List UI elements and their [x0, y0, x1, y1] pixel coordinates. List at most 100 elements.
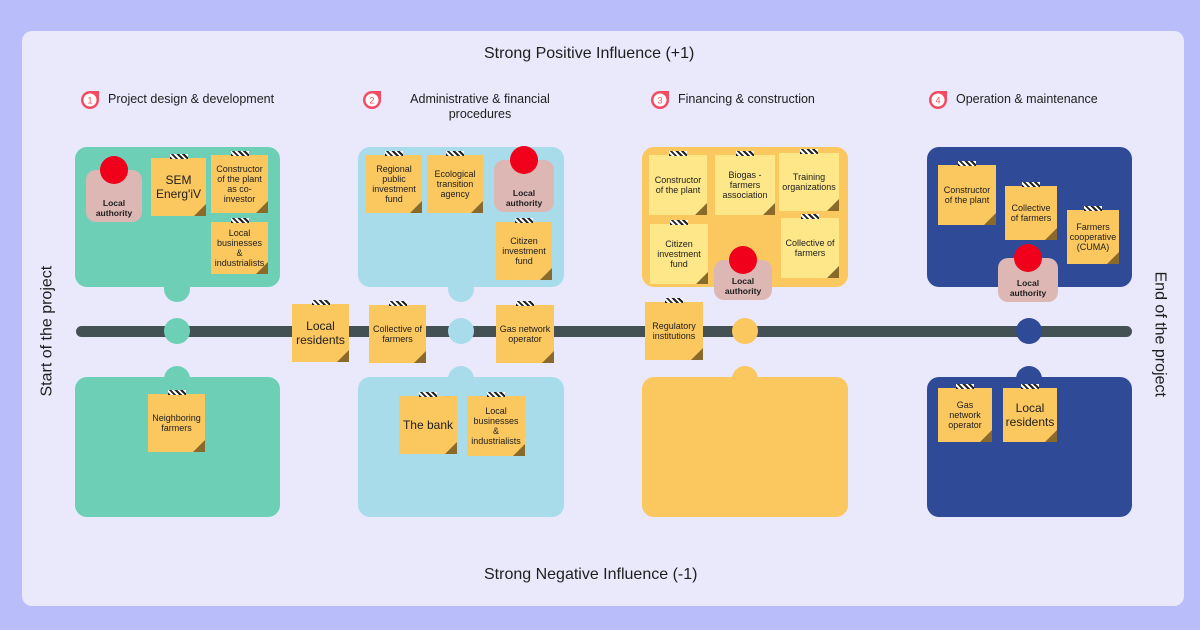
timeline-local-residents-note: Local residents	[292, 300, 349, 362]
phase-1-badge-icon: 1	[81, 91, 99, 109]
fold-icon	[337, 350, 349, 362]
tape-icon	[487, 392, 505, 397]
fold-icon	[256, 262, 268, 274]
p1-local-business-note: Local businesses & industrialists	[211, 218, 268, 274]
phase-2-badge-icon: 2	[363, 91, 381, 109]
fold-icon	[1107, 252, 1119, 264]
timeline-gas-note: Gas network operator	[496, 301, 554, 363]
tape-icon	[515, 218, 533, 223]
tape-icon	[230, 218, 249, 223]
p1-neighbor-label: Neighboring farmers	[152, 413, 201, 433]
top-axis-label: Strong Positive Influence (+1)	[484, 45, 695, 62]
fold-icon	[542, 351, 554, 363]
p2-local-business-note: Local businesses & industrialists	[467, 392, 525, 456]
p3-biogas-label: Biogas - farmers association	[722, 170, 768, 200]
phase-4-header: 4 Operation & maintenance	[928, 90, 1098, 110]
p4-constructor-note: Constructor of the plant	[938, 161, 996, 225]
tape-icon	[1022, 182, 1040, 187]
phase-3-negative-connector	[732, 366, 758, 392]
fold-icon	[827, 266, 839, 278]
p4-collective-label: Collective of farmers	[1010, 203, 1052, 223]
tape-icon	[311, 300, 330, 305]
p3-collective-label: Collective of farmers	[785, 238, 835, 258]
p3-training-label: Training organizations	[782, 172, 836, 192]
fold-icon	[1045, 430, 1057, 442]
p4-local-residents-label: Local residents	[1005, 401, 1055, 429]
timeline-regulatory-note: Regulatory institutions	[645, 298, 703, 360]
pin-icon	[100, 156, 128, 184]
fold-icon	[513, 444, 525, 456]
tape-icon	[167, 390, 186, 395]
timeline-collective-label: Collective of farmers	[372, 324, 423, 344]
p3-local-authority: Local authority	[714, 246, 772, 300]
fold-icon	[984, 213, 996, 225]
tape-icon	[736, 151, 754, 156]
pin-icon	[1014, 244, 1042, 272]
tape-icon	[388, 301, 407, 306]
fold-icon	[193, 440, 205, 452]
tape-icon	[446, 151, 464, 156]
start-label: Start of the project	[38, 265, 56, 397]
board-panel	[22, 31, 1184, 606]
p3-local-authority-label: Local authority	[724, 276, 762, 296]
timeline-gas-label: Gas network operator	[499, 324, 551, 344]
fold-icon	[445, 442, 457, 454]
tape-icon	[800, 149, 818, 154]
tape-icon	[1084, 206, 1102, 211]
p2-citizen-note: Citizen investment fund	[496, 218, 552, 280]
timeline-dot-4	[1016, 318, 1042, 344]
phase-3-title: Financing & construction	[678, 92, 815, 106]
p1-constructor-note: Constructor of the plant as co-investor	[211, 151, 268, 213]
p3-biogas-note: Biogas - farmers association	[715, 151, 775, 215]
timeline	[76, 326, 1132, 337]
p1-local-authority-label: Local authority	[95, 198, 133, 218]
p4-local-authority-label: Local authority	[1009, 278, 1047, 298]
p4-local-residents-note: Local residents	[1003, 384, 1057, 442]
tape-icon	[230, 151, 249, 156]
p2-ecological-label: Ecological transition agency	[434, 169, 476, 199]
p2-local-authority: Local authority	[494, 146, 554, 212]
phase-3-badge-icon: 3	[651, 91, 669, 109]
p1-constructor-label: Constructor of the plant as co-investor	[216, 164, 263, 204]
phase-4-badge-icon: 4	[929, 91, 947, 109]
tape-icon	[1021, 384, 1039, 389]
p4-gas-note: Gas network operator	[938, 384, 992, 442]
p3-constructor-note: Constructor of the plant	[649, 151, 707, 215]
fold-icon	[827, 199, 839, 211]
tape-icon	[958, 161, 976, 166]
p1-sem-label: SEM Energ'iV	[156, 173, 201, 201]
p4-gas-label: Gas network operator	[948, 400, 982, 430]
timeline-dot-1	[164, 318, 190, 344]
phase-2-header: 2 Administrative & financial procedures	[362, 90, 570, 122]
p3-collective-note: Collective of farmers	[781, 214, 839, 278]
phase-3-header: 3 Financing & construction	[650, 90, 815, 110]
phase-2-negative-box	[358, 377, 564, 517]
fold-icon	[691, 348, 703, 360]
p1-local-business-label: Local businesses & industrialists	[214, 228, 265, 268]
fold-icon	[540, 268, 552, 280]
p4-cuma-label: Farmers cooperative (CUMA)	[1069, 222, 1117, 252]
p2-ecological-note: Ecological transition agency	[427, 151, 483, 213]
fold-icon	[980, 430, 992, 442]
p3-citizen-label: Citizen investment fund	[657, 239, 701, 269]
tape-icon	[385, 151, 403, 156]
p3-training-note: Training organizations	[779, 149, 839, 211]
p2-regional-label: Regional public investment fund	[372, 164, 416, 204]
fold-icon	[410, 201, 422, 213]
svg-text:1: 1	[87, 96, 92, 106]
svg-text:2: 2	[369, 96, 374, 106]
p4-local-authority: Local authority	[998, 244, 1058, 302]
timeline-local-residents-label: Local residents	[296, 319, 345, 347]
end-label: End of the project	[1151, 271, 1169, 397]
fold-icon	[194, 204, 206, 216]
tape-icon	[669, 151, 687, 156]
tape-icon	[169, 154, 188, 159]
tape-icon	[665, 298, 683, 303]
p3-citizen-note: Citizen investment fund	[650, 220, 708, 284]
p2-bank-label: The bank	[402, 418, 454, 432]
p1-neighbor-note: Neighboring farmers	[148, 390, 205, 452]
fold-icon	[696, 272, 708, 284]
p4-collective-note: Collective of farmers	[1005, 182, 1057, 240]
tape-icon	[801, 214, 819, 219]
phase-2-positive-connector	[448, 276, 474, 302]
